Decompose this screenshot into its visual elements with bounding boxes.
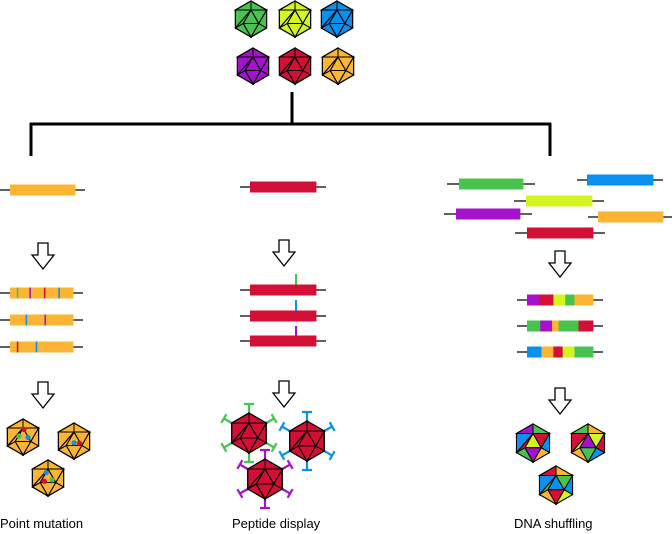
virus-capsid-icon	[56, 422, 92, 461]
branch-connector	[29, 92, 552, 156]
gene-segment	[0, 287, 83, 299]
gene-segment	[517, 320, 603, 332]
gene-segment	[240, 181, 326, 193]
dna-shuffling-label: DNA shuffling	[514, 516, 593, 531]
gene-segment	[588, 211, 672, 223]
down-arrow-icon	[271, 239, 297, 268]
gene-segment	[240, 335, 326, 347]
virus-capsid-icon	[278, 410, 336, 472]
down-arrow-icon	[547, 250, 573, 279]
virus-capsid-icon	[233, 0, 269, 39]
virus-capsid-icon	[277, 47, 313, 86]
gene-segment	[577, 174, 663, 186]
virus-capsid-icon	[235, 47, 271, 86]
virus-capsid-icon	[569, 423, 607, 464]
down-arrow-icon	[271, 380, 297, 409]
gene-segment	[517, 294, 603, 306]
peptide-display-label: Peptide display	[232, 516, 321, 531]
gene-segment	[515, 227, 605, 239]
virus-capsid-icon	[220, 402, 278, 464]
down-arrow-icon	[30, 242, 56, 271]
virus-capsid-icon	[319, 0, 355, 39]
gene-segment	[514, 195, 604, 207]
virus-capsid-icon	[514, 423, 552, 464]
gene-segment	[517, 346, 603, 358]
virus-capsid-icon	[30, 459, 66, 498]
virus-capsid-icon	[537, 465, 575, 506]
gene-segment	[444, 208, 532, 220]
point-mutation-label: Point mutation	[0, 516, 84, 531]
virus-capsid-icon	[277, 0, 313, 39]
gene-segment	[0, 184, 85, 196]
down-arrow-icon	[30, 381, 56, 410]
gene-segment	[240, 284, 326, 296]
gene-segment	[447, 178, 535, 190]
gene-segment	[0, 341, 83, 353]
virus-capsid-icon	[5, 418, 41, 457]
virus-capsid-icon	[320, 47, 356, 86]
virus-capsid-icon	[236, 448, 294, 510]
gene-segment	[0, 314, 83, 326]
gene-segment	[240, 310, 326, 322]
down-arrow-icon	[547, 387, 573, 416]
